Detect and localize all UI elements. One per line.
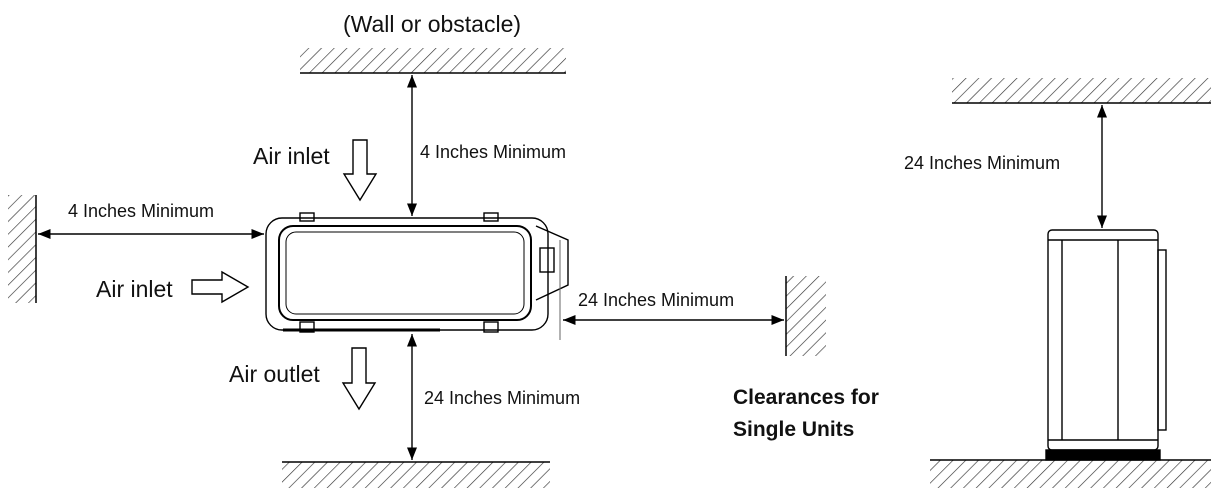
caption-line-1: Clearances for <box>733 386 879 409</box>
outdoor-unit-side-view <box>1045 229 1167 461</box>
ground-side-view <box>930 459 1211 488</box>
wall-bottom <box>282 461 550 488</box>
clearance-top-label: 4 Inches Minimum <box>420 142 566 162</box>
outdoor-unit-top-view <box>265 212 569 333</box>
clearance-left-label: 4 Inches Minimum <box>68 201 214 221</box>
air-inlet-left-label: Air inlet <box>96 276 173 302</box>
caption-line-2: Single Units <box>733 418 854 441</box>
wall-right <box>785 276 826 356</box>
wall-label: (Wall or obstacle) <box>343 11 521 37</box>
wall-top <box>300 48 566 74</box>
air-outlet-arrow-icon <box>341 347 377 411</box>
wall-side-view-top <box>952 78 1211 104</box>
air-outlet-label: Air outlet <box>229 361 320 387</box>
clearance-side-view-label: 24 Inches Minimum <box>904 153 1060 173</box>
air-inlet-left-arrow-icon <box>191 270 250 304</box>
air-inlet-top-arrow-icon <box>342 139 378 202</box>
air-inlet-top-label: Air inlet <box>253 143 330 169</box>
wall-left <box>8 195 37 303</box>
clearance-right-label: 24 Inches Minimum <box>578 290 734 310</box>
clearance-bottom-label: 24 Inches Minimum <box>424 388 580 408</box>
